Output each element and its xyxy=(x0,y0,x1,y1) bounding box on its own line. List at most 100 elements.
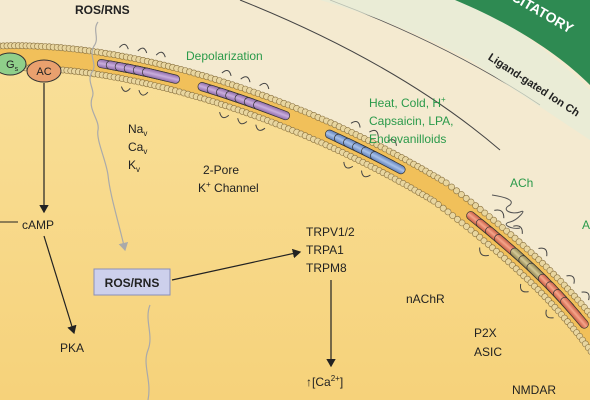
outer-arc xyxy=(239,0,501,151)
two-pore-sup: + xyxy=(206,180,211,189)
channel-helix xyxy=(142,67,180,84)
lipid-head xyxy=(458,219,466,227)
channel-loop xyxy=(138,89,149,96)
two-pore-label: 2-Pore K+ Channel xyxy=(198,163,259,195)
cytoplasm xyxy=(0,44,590,400)
lipid-head xyxy=(449,212,457,219)
calcium-label: ↑[Ca2+] xyxy=(306,374,343,389)
channel-loop xyxy=(120,86,131,92)
stimuli-line2: Capsaicin, LPA, xyxy=(369,114,454,128)
two-pore-k: K xyxy=(198,181,206,195)
lipid-head xyxy=(463,223,470,230)
nav-label: Na xyxy=(128,122,144,136)
camp-to-pka-arrow xyxy=(43,235,77,335)
lipid-head xyxy=(490,216,498,224)
channel-loop xyxy=(513,225,523,234)
lipid-head xyxy=(457,191,465,198)
channel-loop xyxy=(538,247,548,257)
channel-loop xyxy=(566,275,575,284)
voltage-gated-channel xyxy=(96,43,180,96)
calcium-post: ] xyxy=(340,375,343,389)
lipid-head xyxy=(444,208,452,216)
channel-loop xyxy=(155,51,166,58)
svg-text:Nav: Nav xyxy=(128,122,147,138)
channel-loop xyxy=(240,76,251,83)
channel-loop xyxy=(137,47,148,54)
lipid-head xyxy=(498,224,506,231)
channel-loop xyxy=(545,309,554,319)
stimuli-line3: Endovanilloids xyxy=(369,132,446,146)
channel-loop xyxy=(343,161,354,169)
lipid-head xyxy=(442,179,450,187)
trp-stimuli-label: Heat, Cold, H+ Capsaicin, LPA, Endovanil… xyxy=(369,95,454,146)
channel-loop xyxy=(350,121,361,128)
channel-loop xyxy=(237,118,248,125)
kv-label: K xyxy=(128,158,136,172)
ros-box-label: ROS/RNS xyxy=(105,276,160,290)
depolarization-label: Depolarization xyxy=(186,49,263,63)
channel-loop xyxy=(519,283,529,293)
voltage-gated-labels: Nav Cav Kv xyxy=(128,122,147,174)
lipid-head xyxy=(472,202,479,210)
cav-label: Ca xyxy=(128,140,144,154)
trp-label-1: TRPV1/2 xyxy=(306,225,355,239)
two-pore-k-channel xyxy=(197,70,291,131)
channel-loop xyxy=(581,291,590,301)
ach-ligand xyxy=(491,194,524,229)
trp-label-3: TRPM8 xyxy=(306,261,347,275)
two-pore-line1: 2-Pore xyxy=(203,163,239,177)
two-pore-channel: Channel xyxy=(211,181,259,195)
nachr-label: nAChR xyxy=(406,292,445,306)
channel-loop xyxy=(221,70,232,77)
lipid-head xyxy=(467,198,475,206)
svg-text:K+ Channel: K+ Channel xyxy=(198,180,259,195)
svg-text:Kv: Kv xyxy=(128,158,140,174)
ros-box: ROS/RNS xyxy=(93,268,171,296)
lipid-head xyxy=(587,311,590,319)
channel-helix xyxy=(370,151,406,175)
ligand-region xyxy=(320,0,590,140)
channel-loop xyxy=(259,82,270,90)
channel-loop xyxy=(119,43,129,50)
nmdar-channel xyxy=(537,273,590,329)
lipid-head xyxy=(481,209,489,217)
svg-text:Gs: Gs xyxy=(6,59,19,73)
ros-diffusion-path xyxy=(89,21,129,252)
pka-label: PKA xyxy=(60,341,84,355)
lipid-head xyxy=(439,204,447,212)
channel-helix xyxy=(253,100,291,121)
nav-sub: v xyxy=(143,129,147,138)
lipid-head xyxy=(453,187,460,195)
adenylyl-cyclase: AC xyxy=(26,59,62,83)
nachr-channel xyxy=(466,209,526,263)
lipid-head xyxy=(434,201,442,208)
channel-loop xyxy=(494,209,505,219)
svg-text:Heat, Cold, H+: Heat, Cold, H+ xyxy=(369,95,446,110)
asic-label: ASIC xyxy=(474,345,502,359)
channel-loop xyxy=(361,170,371,178)
lipid-head xyxy=(476,233,484,241)
channel-loop xyxy=(387,139,397,146)
camp-label: cAMP xyxy=(22,218,54,232)
ros-top-label: ROS/RNS xyxy=(75,3,130,17)
lipid-head xyxy=(467,226,475,234)
gs-main: G xyxy=(6,59,15,71)
ach-label: ACh xyxy=(510,176,533,190)
channel-loop xyxy=(479,247,490,257)
channel-helix xyxy=(560,296,589,329)
channel-loop xyxy=(219,111,230,119)
excitatory-banner xyxy=(455,0,590,85)
stimuli-line1: Heat, Cold, H xyxy=(369,96,441,110)
lipid-head xyxy=(476,205,484,213)
channel-loop xyxy=(369,129,379,137)
trp-label-2: TRPA1 xyxy=(306,243,344,257)
calcium-pre: ↑[Ca xyxy=(306,375,331,389)
kv-sub: v xyxy=(136,165,140,174)
lipid-bilayer xyxy=(0,42,590,355)
nmdar-label: NMDAR xyxy=(512,383,556,397)
ach-partial-label: A xyxy=(582,218,590,232)
stimuli-sup: + xyxy=(441,95,446,104)
lipid-head xyxy=(485,213,493,220)
